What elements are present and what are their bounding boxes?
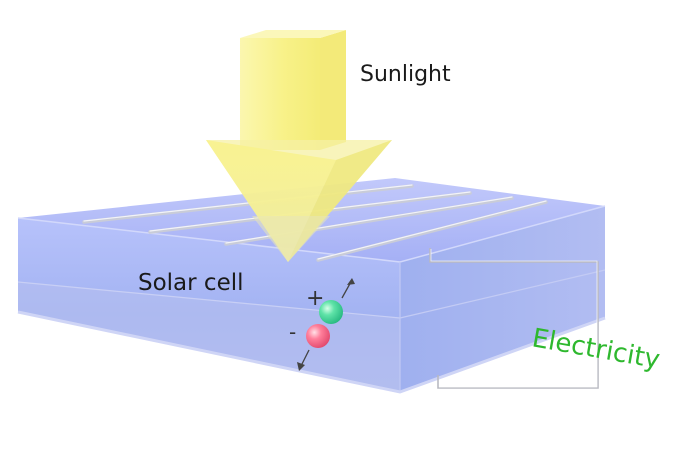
cell-bottom-edge — [17, 310, 606, 394]
arrow-head-in-cell — [252, 216, 330, 262]
circuit — [429, 248, 599, 389]
electron-particle — [306, 324, 330, 348]
arrow-shaft-top — [240, 30, 346, 38]
minus-sign: - — [289, 320, 296, 344]
electricity-label: Electricity — [530, 323, 662, 375]
sunlight-arrow — [206, 30, 392, 262]
solar-cell-label: Solar cell — [138, 270, 244, 296]
hole-motion-arrowhead — [347, 278, 355, 285]
circuit-highlight — [430, 249, 598, 388]
solar-cell-slab — [17, 178, 606, 394]
charge-carriers: + - — [289, 278, 355, 371]
layer-boundary-line-side — [399, 269, 606, 319]
circuit-wire — [429, 248, 599, 389]
sunlight-label: Sunlight — [360, 62, 451, 87]
hole-particle — [319, 300, 343, 324]
electron-motion-arrowhead — [297, 362, 305, 371]
plus-sign: + — [306, 286, 324, 311]
arrow-shaft-side — [320, 30, 346, 150]
arrow-head-front — [206, 140, 336, 262]
arrow-shaft-front — [240, 38, 320, 150]
contact-wire — [82, 184, 414, 224]
contact-wire — [316, 200, 548, 262]
cell-side-face — [400, 206, 605, 392]
